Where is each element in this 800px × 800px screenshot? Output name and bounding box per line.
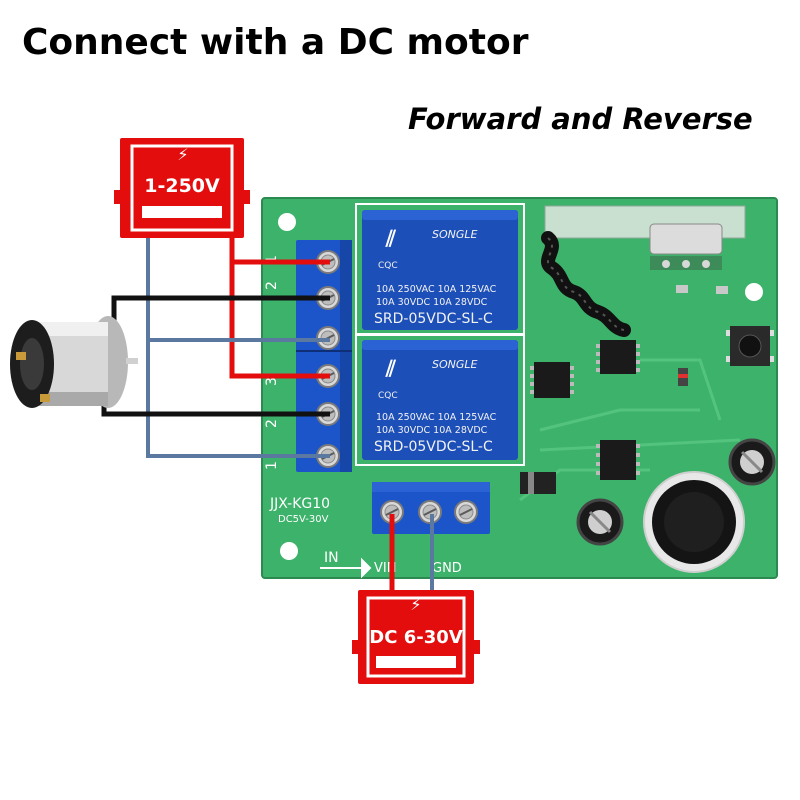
tactile-button [726,326,774,366]
relay-brand: SONGLE [432,358,478,371]
capacitor [576,498,624,546]
inductor [643,471,745,573]
screw-terminal [316,364,340,388]
capacitor [728,438,776,486]
supply-top-label: 1-250V [144,175,220,197]
relay-model: SRD-05VDC-SL-C [374,311,493,327]
ic-chip [530,362,574,398]
rf-module [544,205,746,270]
board-model: JJX-KG10 [269,496,330,512]
relay-spec-line2: 10A 30VDC 10A 28VDC [376,425,488,436]
mounting-hole [278,213,296,231]
relay-2: ⫽ SONGLE CQC 10A 250VAC 10A 125VAC 10A 3… [362,340,518,460]
songle-logo: ⫽ [385,227,397,252]
dc-motor [10,316,138,408]
crystal [649,223,723,255]
page-title: Connect with a DC motor [22,22,529,63]
screw-terminal [454,500,478,524]
terminal-number: 2 [264,281,280,290]
supply-bottom-label: DC 6-30V [369,627,462,648]
smd-resistor [716,286,728,294]
supply-top-bar [142,206,222,218]
relay-cert: CQC [378,261,398,271]
ic-chip [596,340,640,374]
in-label: IN [324,550,339,566]
lightning-icon: ⚡ [410,595,421,614]
terminal-number: 1 [264,461,280,470]
relay-model: SRD-05VDC-SL-C [374,439,493,455]
antenna-coil [541,231,631,337]
songle-logo: ⫽ [385,357,397,382]
terminal-number: 3 [264,377,280,386]
smd-resistor [676,285,688,293]
relay-spec-line1: 10A 250VAC 10A 125VAC [376,284,497,295]
relay-spec-line1: 10A 250VAC 10A 125VAC [376,412,497,423]
ic-chip [596,440,640,480]
screw-terminal [380,500,404,524]
in-arrow [320,557,372,579]
gnd-label: GND [432,561,462,576]
page-subtitle: Forward and Reverse [408,102,753,136]
supply-bottom-bar [376,656,456,668]
lightning-icon: ⚡ [177,145,188,164]
board-voltage: DC5V-30V [278,514,329,525]
relay-cert: CQC [378,391,398,401]
relay-brand: SONGLE [432,228,478,241]
mounting-hole [280,542,298,560]
relay-1: ⫽ SONGLE CQC 10A 250VAC 10A 125VAC 10A 3… [362,210,518,330]
terminal-number: 2 [264,419,280,428]
relay-spec-line2: 10A 30VDC 10A 28VDC [376,297,488,308]
wire-blue [146,234,330,458]
mounting-hole [745,283,763,301]
